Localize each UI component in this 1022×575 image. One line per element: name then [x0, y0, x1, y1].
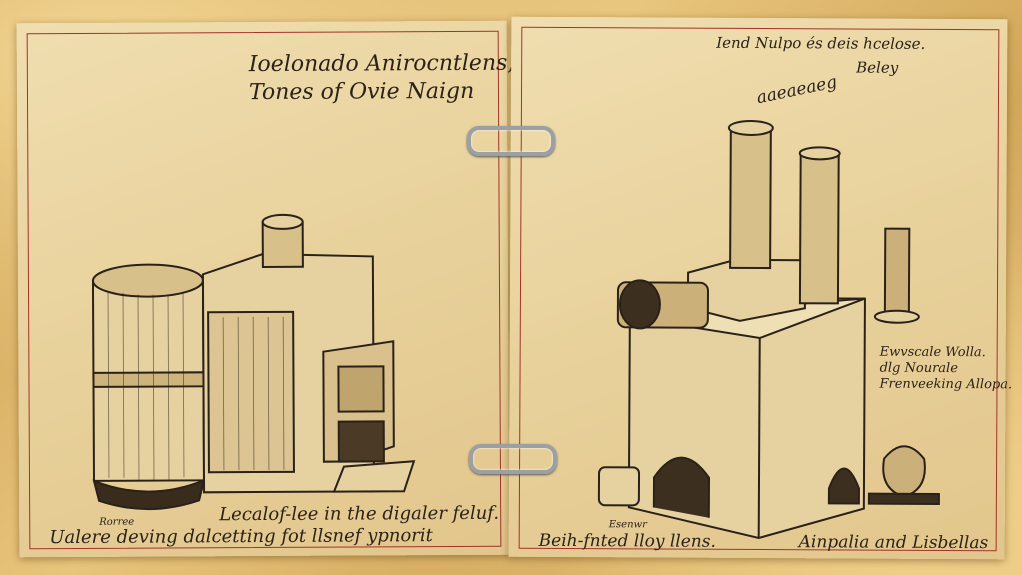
- left-caption-line1: Lecalof-lee in the digaler feluf.: [219, 502, 500, 526]
- binder-ring-bottom: [469, 444, 557, 474]
- left-illustration-furnace: [91, 213, 416, 511]
- side-note-line3: Frenveeking Allopa.: [879, 376, 1013, 393]
- right-caption-right: Ainpalia and Lisbellas: [798, 532, 989, 554]
- right-page: Iend Nulpo és deis hcelose. aaeaeaeg Bel…: [508, 16, 1012, 560]
- right-caption-left: Beih-fnted lloy llens.: [538, 530, 716, 552]
- right-illustration-kiln: [597, 119, 940, 540]
- side-note-line2: dlg Nourale: [879, 360, 958, 377]
- left-caption-line2: Ualere deving dalcetting fot llsnef ypno…: [49, 525, 433, 549]
- left-page: Ioelonado Anirocntlens, Tones of Ovie Na…: [16, 20, 514, 558]
- right-caption-small: Esenwr: [608, 519, 647, 531]
- side-note-line1: Ewvscale Wolla.: [879, 344, 986, 361]
- binder-ring-top: [467, 126, 555, 156]
